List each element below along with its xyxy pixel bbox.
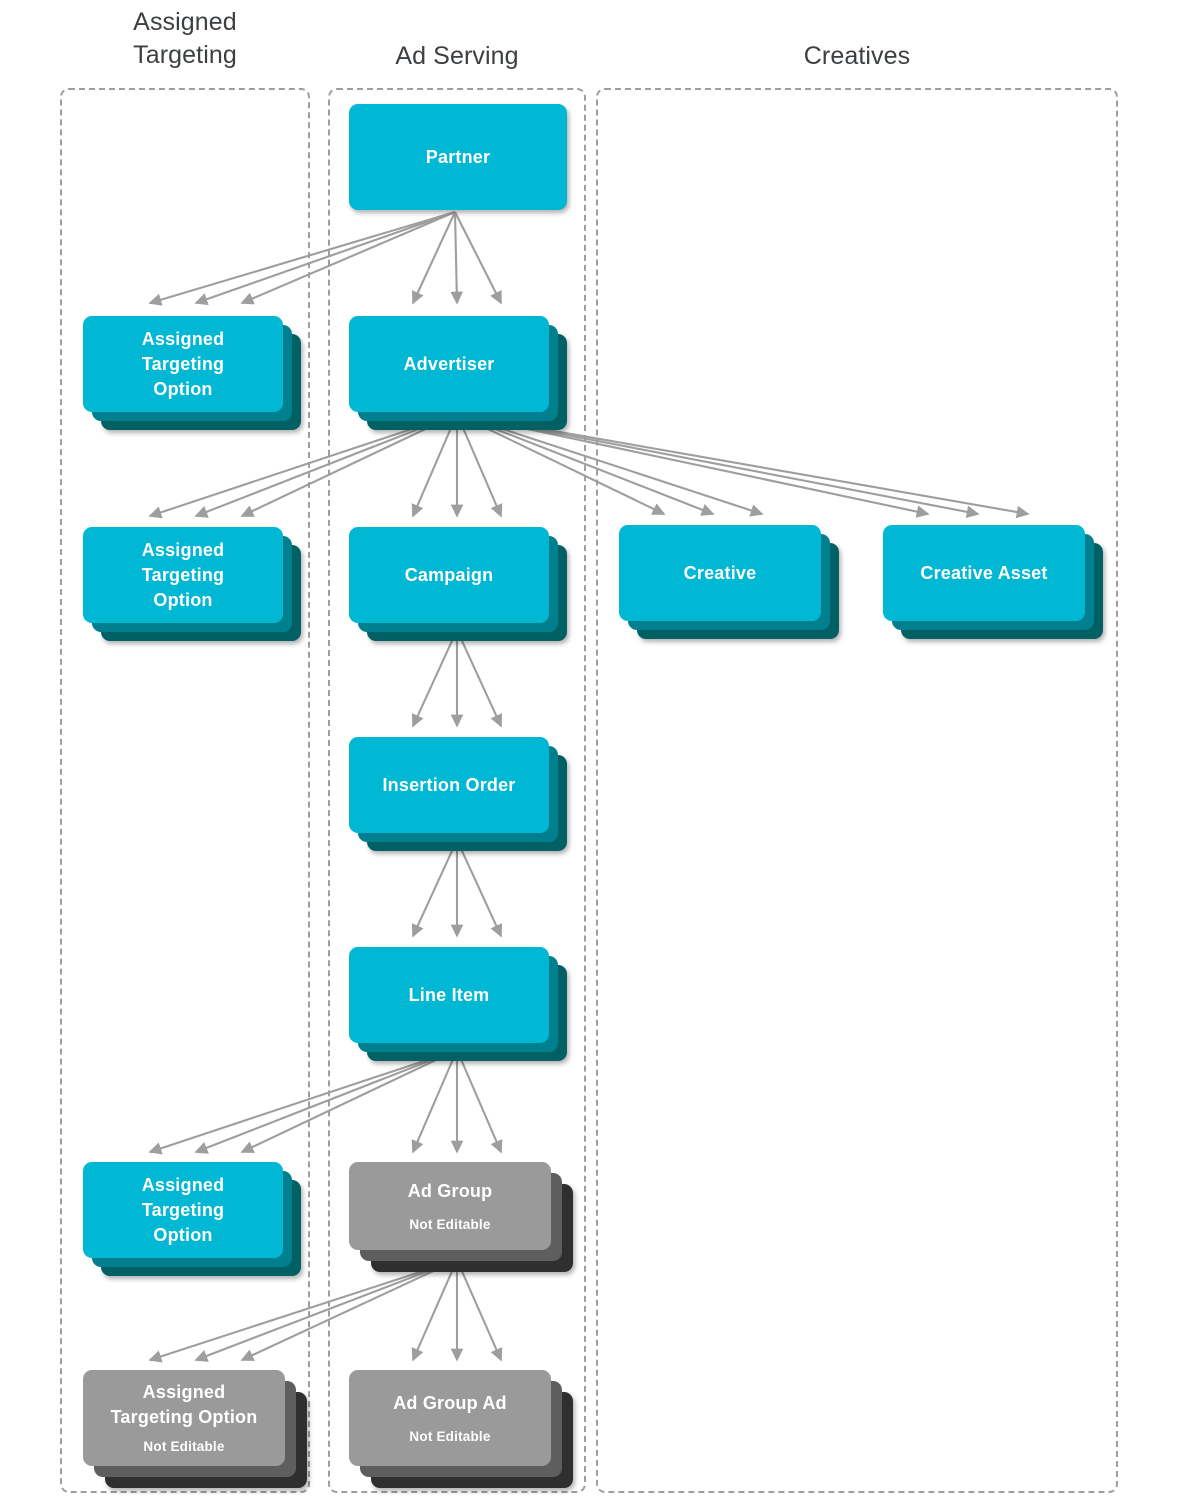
- node-title: Advertiser: [403, 353, 495, 374]
- node-assigned-targeting-option-4[interactable]: Assigned Targeting Option Not Editable: [83, 1370, 307, 1488]
- column-header-ad-serving: Ad Serving: [395, 42, 519, 70]
- node-editability-badge: Not Editable: [409, 1428, 491, 1444]
- node-creative-asset-card[interactable]: Creative Asset: [883, 525, 1085, 621]
- node-title: Assigned Targeting Option: [110, 1382, 258, 1427]
- node-title: Creative Asset: [920, 562, 1048, 583]
- node-title: Line Item: [408, 984, 490, 1005]
- node-title: Creative: [683, 562, 757, 583]
- node-insertion-order[interactable]: Insertion Order: [349, 737, 567, 851]
- node-title: Ad Group Ad: [393, 1392, 507, 1413]
- column-header-creatives: Creatives: [803, 42, 911, 70]
- node-title: Insertion Order: [382, 774, 516, 795]
- node-assigned-targeting-option-1-card[interactable]: Assigned Targeting Option: [83, 316, 283, 412]
- node-assigned-targeting-option-3[interactable]: Assigned Targeting Option: [83, 1162, 301, 1276]
- node-title: Assigned Targeting Option: [141, 328, 225, 399]
- node-assigned-targeting-option-3-card[interactable]: Assigned Targeting Option: [83, 1162, 283, 1258]
- node-partner-title: Partner: [425, 146, 491, 167]
- node-ad-group-card[interactable]: Ad Group Not Editable: [349, 1162, 551, 1250]
- column-header-line-2: Targeting: [133, 41, 237, 69]
- column-header-line-1: Assigned: [133, 8, 237, 36]
- column-frame-creatives: [596, 88, 1118, 1493]
- node-ad-group-ad-card[interactable]: Ad Group Ad Not Editable: [349, 1370, 551, 1466]
- node-assigned-targeting-option-1[interactable]: Assigned Targeting Option: [83, 316, 301, 430]
- node-ad-group-ad[interactable]: Ad Group Ad Not Editable: [349, 1370, 573, 1488]
- column-frame-ad-serving: [328, 88, 586, 1493]
- column-header-assigned-targeting: Assigned Targeting: [60, 6, 310, 72]
- node-creative-asset[interactable]: Creative Asset: [883, 525, 1103, 639]
- node-title: Assigned Targeting Option: [141, 1174, 225, 1245]
- node-assigned-targeting-option-4-card[interactable]: Assigned Targeting Option Not Editable: [83, 1370, 285, 1466]
- node-editability-badge: Not Editable: [409, 1216, 491, 1232]
- node-advertiser-card[interactable]: Advertiser: [349, 316, 549, 412]
- node-assigned-targeting-option-2[interactable]: Assigned Targeting Option: [83, 527, 301, 641]
- node-insertion-order-card[interactable]: Insertion Order: [349, 737, 549, 833]
- node-line-item[interactable]: Line Item: [349, 947, 567, 1061]
- node-assigned-targeting-option-2-card[interactable]: Assigned Targeting Option: [83, 527, 283, 623]
- node-campaign[interactable]: Campaign: [349, 527, 567, 641]
- node-partner-card[interactable]: Partner: [349, 104, 567, 210]
- node-title: Assigned Targeting Option: [141, 539, 225, 610]
- node-advertiser[interactable]: Advertiser: [349, 316, 567, 430]
- node-line-item-card[interactable]: Line Item: [349, 947, 549, 1043]
- node-title: Ad Group: [407, 1180, 493, 1201]
- node-partner[interactable]: Partner: [349, 104, 567, 210]
- node-editability-badge: Not Editable: [143, 1439, 225, 1454]
- column-frame-assigned-targeting: [60, 88, 310, 1493]
- node-creative[interactable]: Creative: [619, 525, 839, 639]
- node-title: Campaign: [404, 564, 494, 585]
- node-ad-group[interactable]: Ad Group Not Editable: [349, 1162, 573, 1272]
- node-campaign-card[interactable]: Campaign: [349, 527, 549, 623]
- node-creative-card[interactable]: Creative: [619, 525, 821, 621]
